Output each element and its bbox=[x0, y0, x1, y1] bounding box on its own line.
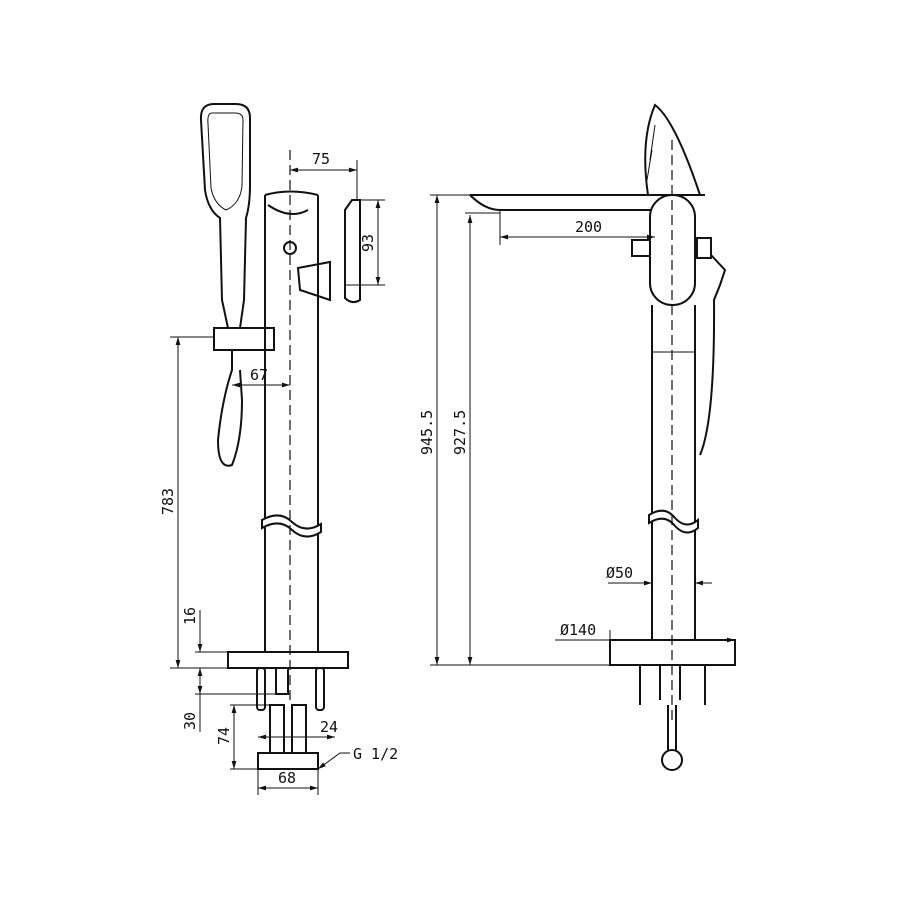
dim-93: 93 bbox=[359, 234, 377, 252]
fittings bbox=[256, 667, 325, 770]
side-view: 75 93 67 783 16 30 74 24 68 G 1/2 bbox=[159, 103, 398, 795]
dim-30: 30 bbox=[181, 712, 199, 730]
front-dimensions: 945.5 927.5 200 Ø50 Ø140 bbox=[418, 194, 735, 666]
shower-holder bbox=[213, 327, 275, 351]
base-plate bbox=[227, 651, 349, 669]
dim-diameter-50: Ø50 bbox=[606, 564, 633, 582]
dim-74: 74 bbox=[215, 727, 233, 745]
side-dimensions: 75 93 67 783 16 30 74 24 68 G 1/2 bbox=[159, 150, 398, 795]
front-view: 945.5 927.5 200 Ø50 Ø140 bbox=[418, 103, 736, 771]
front-body bbox=[469, 103, 736, 771]
dim-75: 75 bbox=[312, 150, 330, 168]
dim-200: 200 bbox=[575, 218, 602, 236]
dim-67: 67 bbox=[250, 366, 268, 384]
dim-783: 783 bbox=[159, 488, 177, 515]
hand-shower bbox=[199, 103, 275, 467]
column bbox=[227, 150, 361, 700]
dim-927-5: 927.5 bbox=[451, 410, 469, 455]
dim-16: 16 bbox=[181, 607, 199, 625]
dim-945-5: 945.5 bbox=[418, 410, 436, 455]
thread-label: G 1/2 bbox=[353, 745, 398, 763]
dim-24: 24 bbox=[320, 718, 338, 736]
dim-diameter-140: Ø140 bbox=[560, 621, 596, 639]
dim-68: 68 bbox=[278, 769, 296, 787]
